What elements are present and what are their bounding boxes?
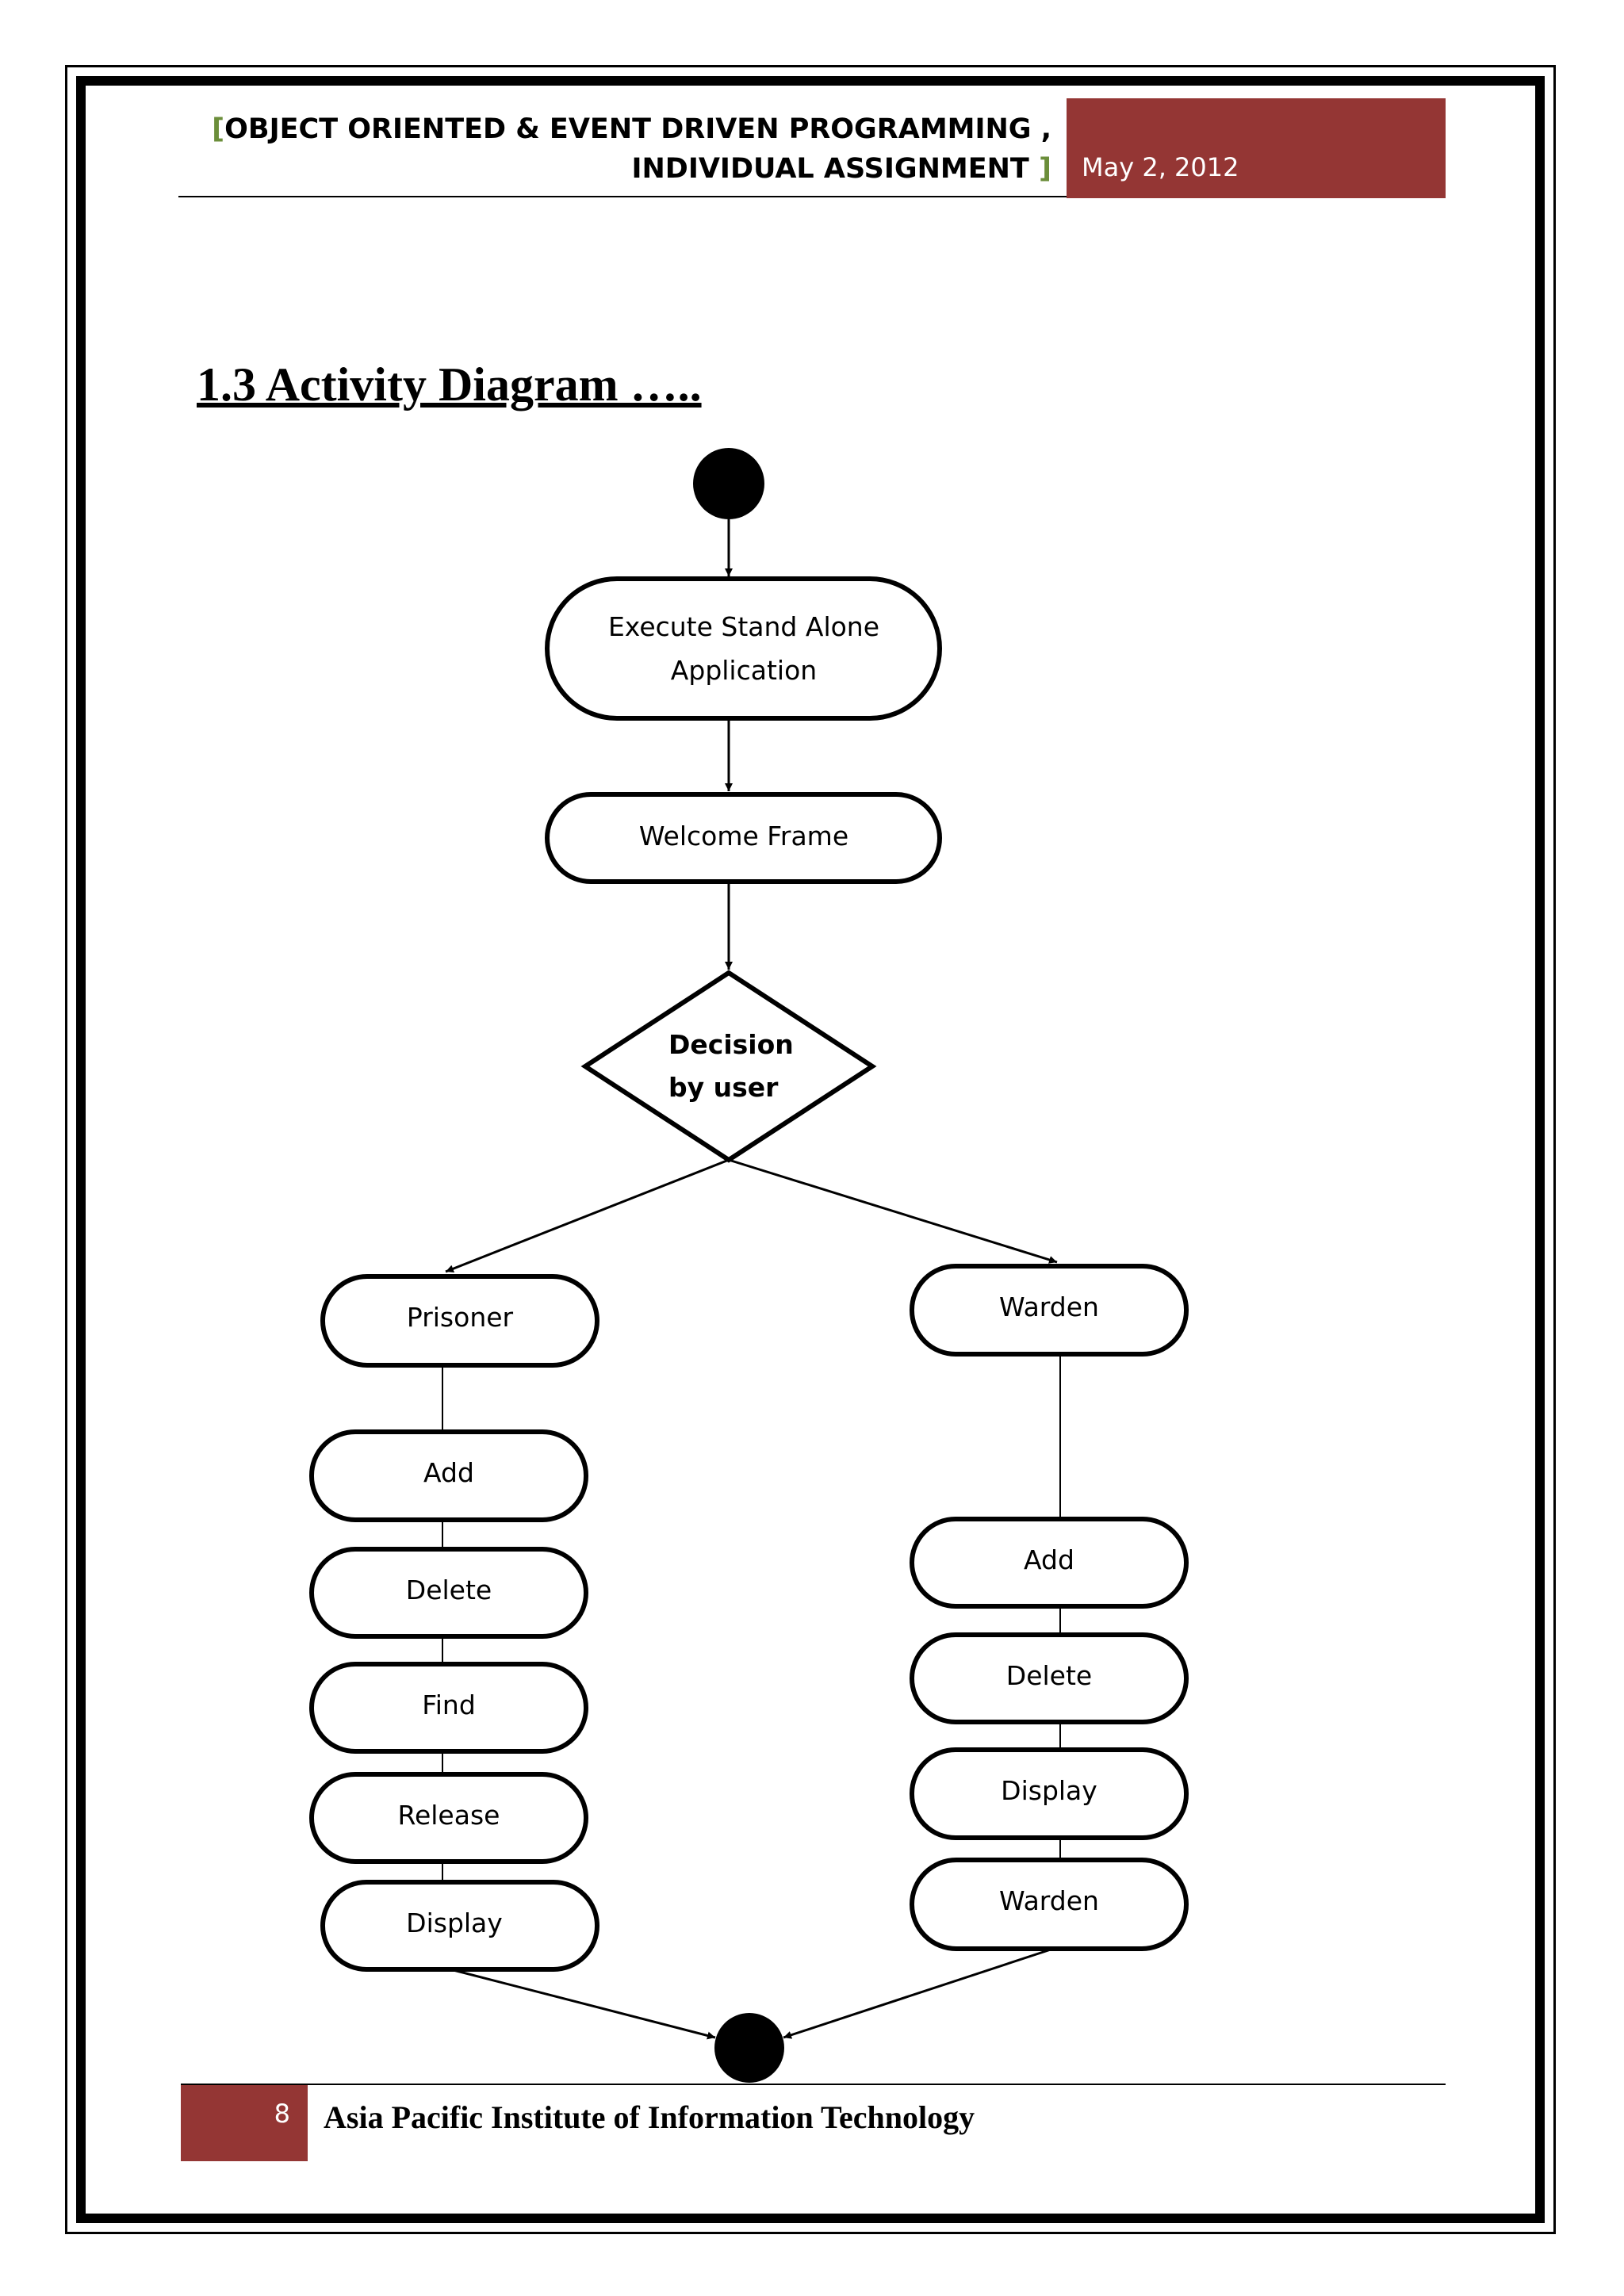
prisoner-display-label: Display: [406, 1908, 503, 1938]
prisoner-label: Prisoner: [407, 1302, 514, 1333]
prisoner-find-label: Find: [422, 1689, 476, 1720]
welcome-node: [545, 792, 942, 884]
footer-rule: [181, 2084, 1446, 2085]
decision-label-2: by user: [668, 1072, 779, 1103]
header-bracket-close: ]: [1039, 153, 1051, 185]
welcome-label: Welcome Frame: [639, 821, 848, 851]
warden-delete-node: [910, 1632, 1189, 1724]
prisoner-add-label: Add: [423, 1457, 474, 1488]
execute-node: [545, 576, 942, 721]
prisoner-node: [320, 1274, 599, 1368]
header-bracket-open: [: [212, 113, 225, 145]
prisoner-release-node: [309, 1772, 588, 1864]
header-rule: [178, 196, 1067, 197]
running-header: [OBJECT ORIENTED & EVENT DRIVEN PROGRAMM…: [212, 109, 1051, 189]
header-date-block: [1067, 98, 1446, 198]
footer-institute: Asia Pacific Institute of Information Te…: [324, 2099, 975, 2135]
prisoner-release-label: Release: [398, 1800, 500, 1831]
end-node: [714, 2013, 784, 2083]
prisoner-find-node: [309, 1662, 588, 1754]
flow-warden-to-end: [783, 1947, 1054, 2039]
header-title-line-1: OBJECT ORIENTED & EVENT DRIVEN PROGRAMMI…: [224, 113, 1051, 145]
prisoner-delete-label: Delete: [406, 1575, 492, 1605]
warden-add-label: Add: [1024, 1544, 1074, 1575]
warden-display-label: Display: [1001, 1775, 1097, 1806]
warden-warden-node: [910, 1858, 1189, 1951]
prisoner-add-node: [309, 1429, 588, 1522]
decision-label-1: Decision: [668, 1029, 794, 1060]
warden-label: Warden: [999, 1292, 1099, 1322]
prisoner-display-node: [320, 1880, 599, 1972]
warden-delete-label: Delete: [1006, 1660, 1092, 1691]
page-number-block: [181, 2085, 308, 2161]
warden-add-node: [910, 1517, 1189, 1609]
warden-node: [910, 1264, 1189, 1357]
warden-display-node: [910, 1747, 1189, 1840]
execute-label-1: Execute Stand Alone: [608, 611, 879, 642]
decision-node: [580, 970, 877, 1163]
header-line-2: INDIVIDUAL ASSIGNMENT ]: [212, 149, 1051, 189]
flow-prisoner-to-end: [450, 1968, 716, 2040]
flow-decision-to-prisoner: [445, 1158, 730, 1273]
section-title: 1.3 Activity Diagram …..: [197, 358, 702, 411]
page-border-outer: [65, 65, 1556, 2234]
header-title-line-2: INDIVIDUAL ASSIGNMENT: [631, 153, 1029, 185]
start-node: [693, 448, 764, 519]
flow-decision-to-warden: [728, 1158, 1058, 1264]
header-date: May 2, 2012: [1082, 152, 1239, 182]
page-border-inner: [76, 76, 1545, 2223]
execute-label-2: Application: [671, 655, 817, 686]
header-line-1: [OBJECT ORIENTED & EVENT DRIVEN PROGRAMM…: [212, 109, 1051, 149]
page-number: 8: [274, 2099, 290, 2129]
prisoner-delete-node: [309, 1547, 588, 1639]
warden-warden-label: Warden: [999, 1885, 1099, 1916]
